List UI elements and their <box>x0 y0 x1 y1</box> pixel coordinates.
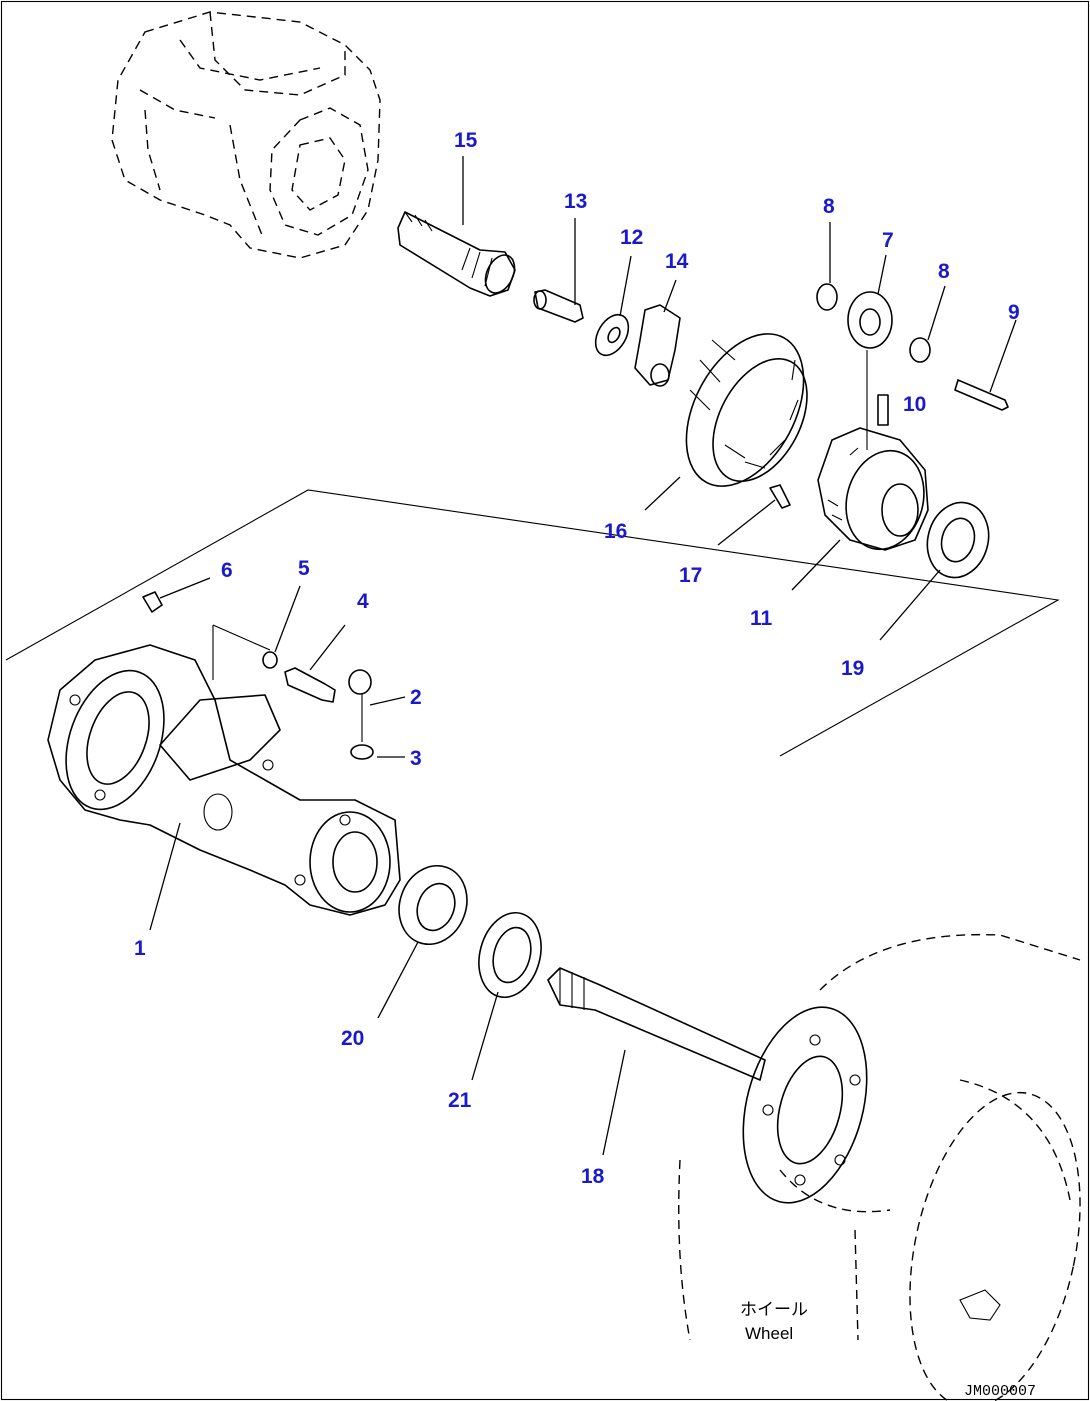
pinion-part-14 <box>634 304 681 387</box>
plug-part-2 <box>348 669 372 695</box>
callout-11: 11 <box>750 607 773 630</box>
callout-2: 2 <box>410 686 422 709</box>
assembly-boundary <box>5 489 1060 757</box>
callout-8-upper: 8 <box>823 195 835 218</box>
callout-16: 16 <box>604 520 627 543</box>
seal-part-21 <box>478 911 542 999</box>
wheel-label-english: Wheel <box>745 1324 793 1343</box>
gear-part-8-lower <box>909 337 931 363</box>
callout-21: 21 <box>448 1089 472 1112</box>
splined-shaft-part-15 <box>397 211 516 297</box>
axle-housing-outline <box>111 11 381 259</box>
callout-8-lower: 8 <box>938 260 950 283</box>
bolt-part-6 <box>142 591 163 613</box>
callout-10: 10 <box>903 393 926 416</box>
callout-9: 9 <box>1008 301 1020 324</box>
callout-13: 13 <box>564 190 587 213</box>
callout-12: 12 <box>620 226 643 249</box>
callout-20: 20 <box>341 1027 364 1050</box>
pin-part-17 <box>769 484 791 509</box>
callout-3: 3 <box>410 747 422 770</box>
wheel-label-japanese: ホイール <box>740 1300 808 1319</box>
ring-gear-part-16 <box>685 333 808 487</box>
washer-part-12 <box>594 313 630 357</box>
callout-5: 5 <box>298 557 310 580</box>
nut-part-5 <box>262 651 278 669</box>
bolt-part-4 <box>284 667 336 703</box>
spider-gear-part-7 <box>847 291 893 349</box>
callout-6: 6 <box>221 559 233 582</box>
callout-18: 18 <box>581 1165 605 1188</box>
callout-15: 15 <box>454 129 478 152</box>
shaft-part-9 <box>954 379 1009 411</box>
pin-part-13 <box>533 289 584 323</box>
callout-17: 17 <box>679 564 702 587</box>
wheel-outline <box>678 933 1081 1401</box>
o-ring-part-3 <box>350 744 374 760</box>
gear-part-8-upper <box>816 283 838 311</box>
differential-case-part-11 <box>817 427 929 551</box>
callout-1: 1 <box>134 937 146 960</box>
axle-shaft-part-18 <box>547 967 868 1204</box>
axle-housing-part-1 <box>47 624 401 916</box>
bearing-part-19 <box>926 501 990 579</box>
drawing-code: JM000007 <box>964 1383 1036 1400</box>
bearing-part-20 <box>398 864 468 946</box>
callout-4: 4 <box>357 590 369 613</box>
pin-part-10 <box>877 394 889 426</box>
callout-14: 14 <box>665 250 689 273</box>
callout-7: 7 <box>882 229 894 252</box>
callout-19: 19 <box>841 657 864 680</box>
